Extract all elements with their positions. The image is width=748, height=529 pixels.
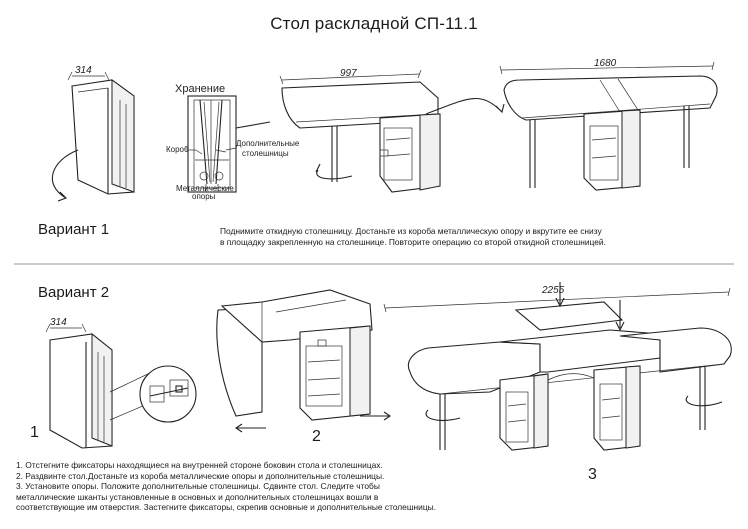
storage-section-drawing <box>187 95 237 193</box>
variant-2-instruction-line: соответствующие им отверстия. Застегните… <box>16 502 436 513</box>
open-table-drawing-v1 <box>499 61 718 191</box>
dim-open: 1680 <box>594 58 617 69</box>
extended-table-drawing <box>216 289 391 433</box>
half-open-table-drawing <box>279 69 505 193</box>
folded-table-drawing-v1 <box>51 71 135 202</box>
extra-tops-label-line2: столешницы <box>242 149 289 158</box>
variant-1-instruction-line: Поднимите откидную столешницу. Достаньте… <box>220 226 602 236</box>
step-1-number: 1 <box>30 424 39 441</box>
variant-1-label: Вариант 1 <box>38 221 110 238</box>
variant-2-instruction-line: 1. Отстегните фиксаторы находящиеся на в… <box>16 460 383 470</box>
step-3-number: 3 <box>588 466 597 483</box>
dim-folded-depth-v1: 314 <box>75 65 92 76</box>
extra-tops-label-line1: Дополнительные <box>236 139 300 148</box>
variant-1-instruction-line: в площадку закрепленную на столешнице. П… <box>220 236 606 247</box>
storage-title: Хранение <box>175 83 225 95</box>
variant-2-label: Вариант 2 <box>38 284 110 301</box>
page-title: Стол раскладной СП-11.1 <box>270 14 478 33</box>
folded-table-drawing-v2 <box>45 323 197 449</box>
variant-2-instruction-line: металлические шканты установленные в осн… <box>16 491 379 502</box>
variant-2-instruction-line: 3. Установите опоры. Положите дополнител… <box>16 481 380 492</box>
full-assembly-drawing <box>383 282 732 451</box>
dim-folded-depth-v2: 314 <box>50 317 67 328</box>
supports-label-line1: Металлические <box>176 184 234 193</box>
step-2-number: 2 <box>312 428 321 445</box>
extra-tops-leader-line <box>225 147 237 151</box>
variant-1-instructions: Поднимите откидную столешницу. Достаньте… <box>220 226 606 247</box>
supports-label-line2: опоры <box>192 192 216 201</box>
dim-full-open: 2255 <box>541 285 565 296</box>
variant-2-instruction-line: 2. Раздвинте стол.Достаньте из короба ме… <box>16 470 385 481</box>
variant-2-instructions: 1. Отстегните фиксаторы находящиеся на в… <box>16 460 436 513</box>
dim-half-open: 997 <box>340 68 357 79</box>
storage-pointer-arrow <box>235 121 271 129</box>
storage-box-label: Короб <box>166 145 189 154</box>
